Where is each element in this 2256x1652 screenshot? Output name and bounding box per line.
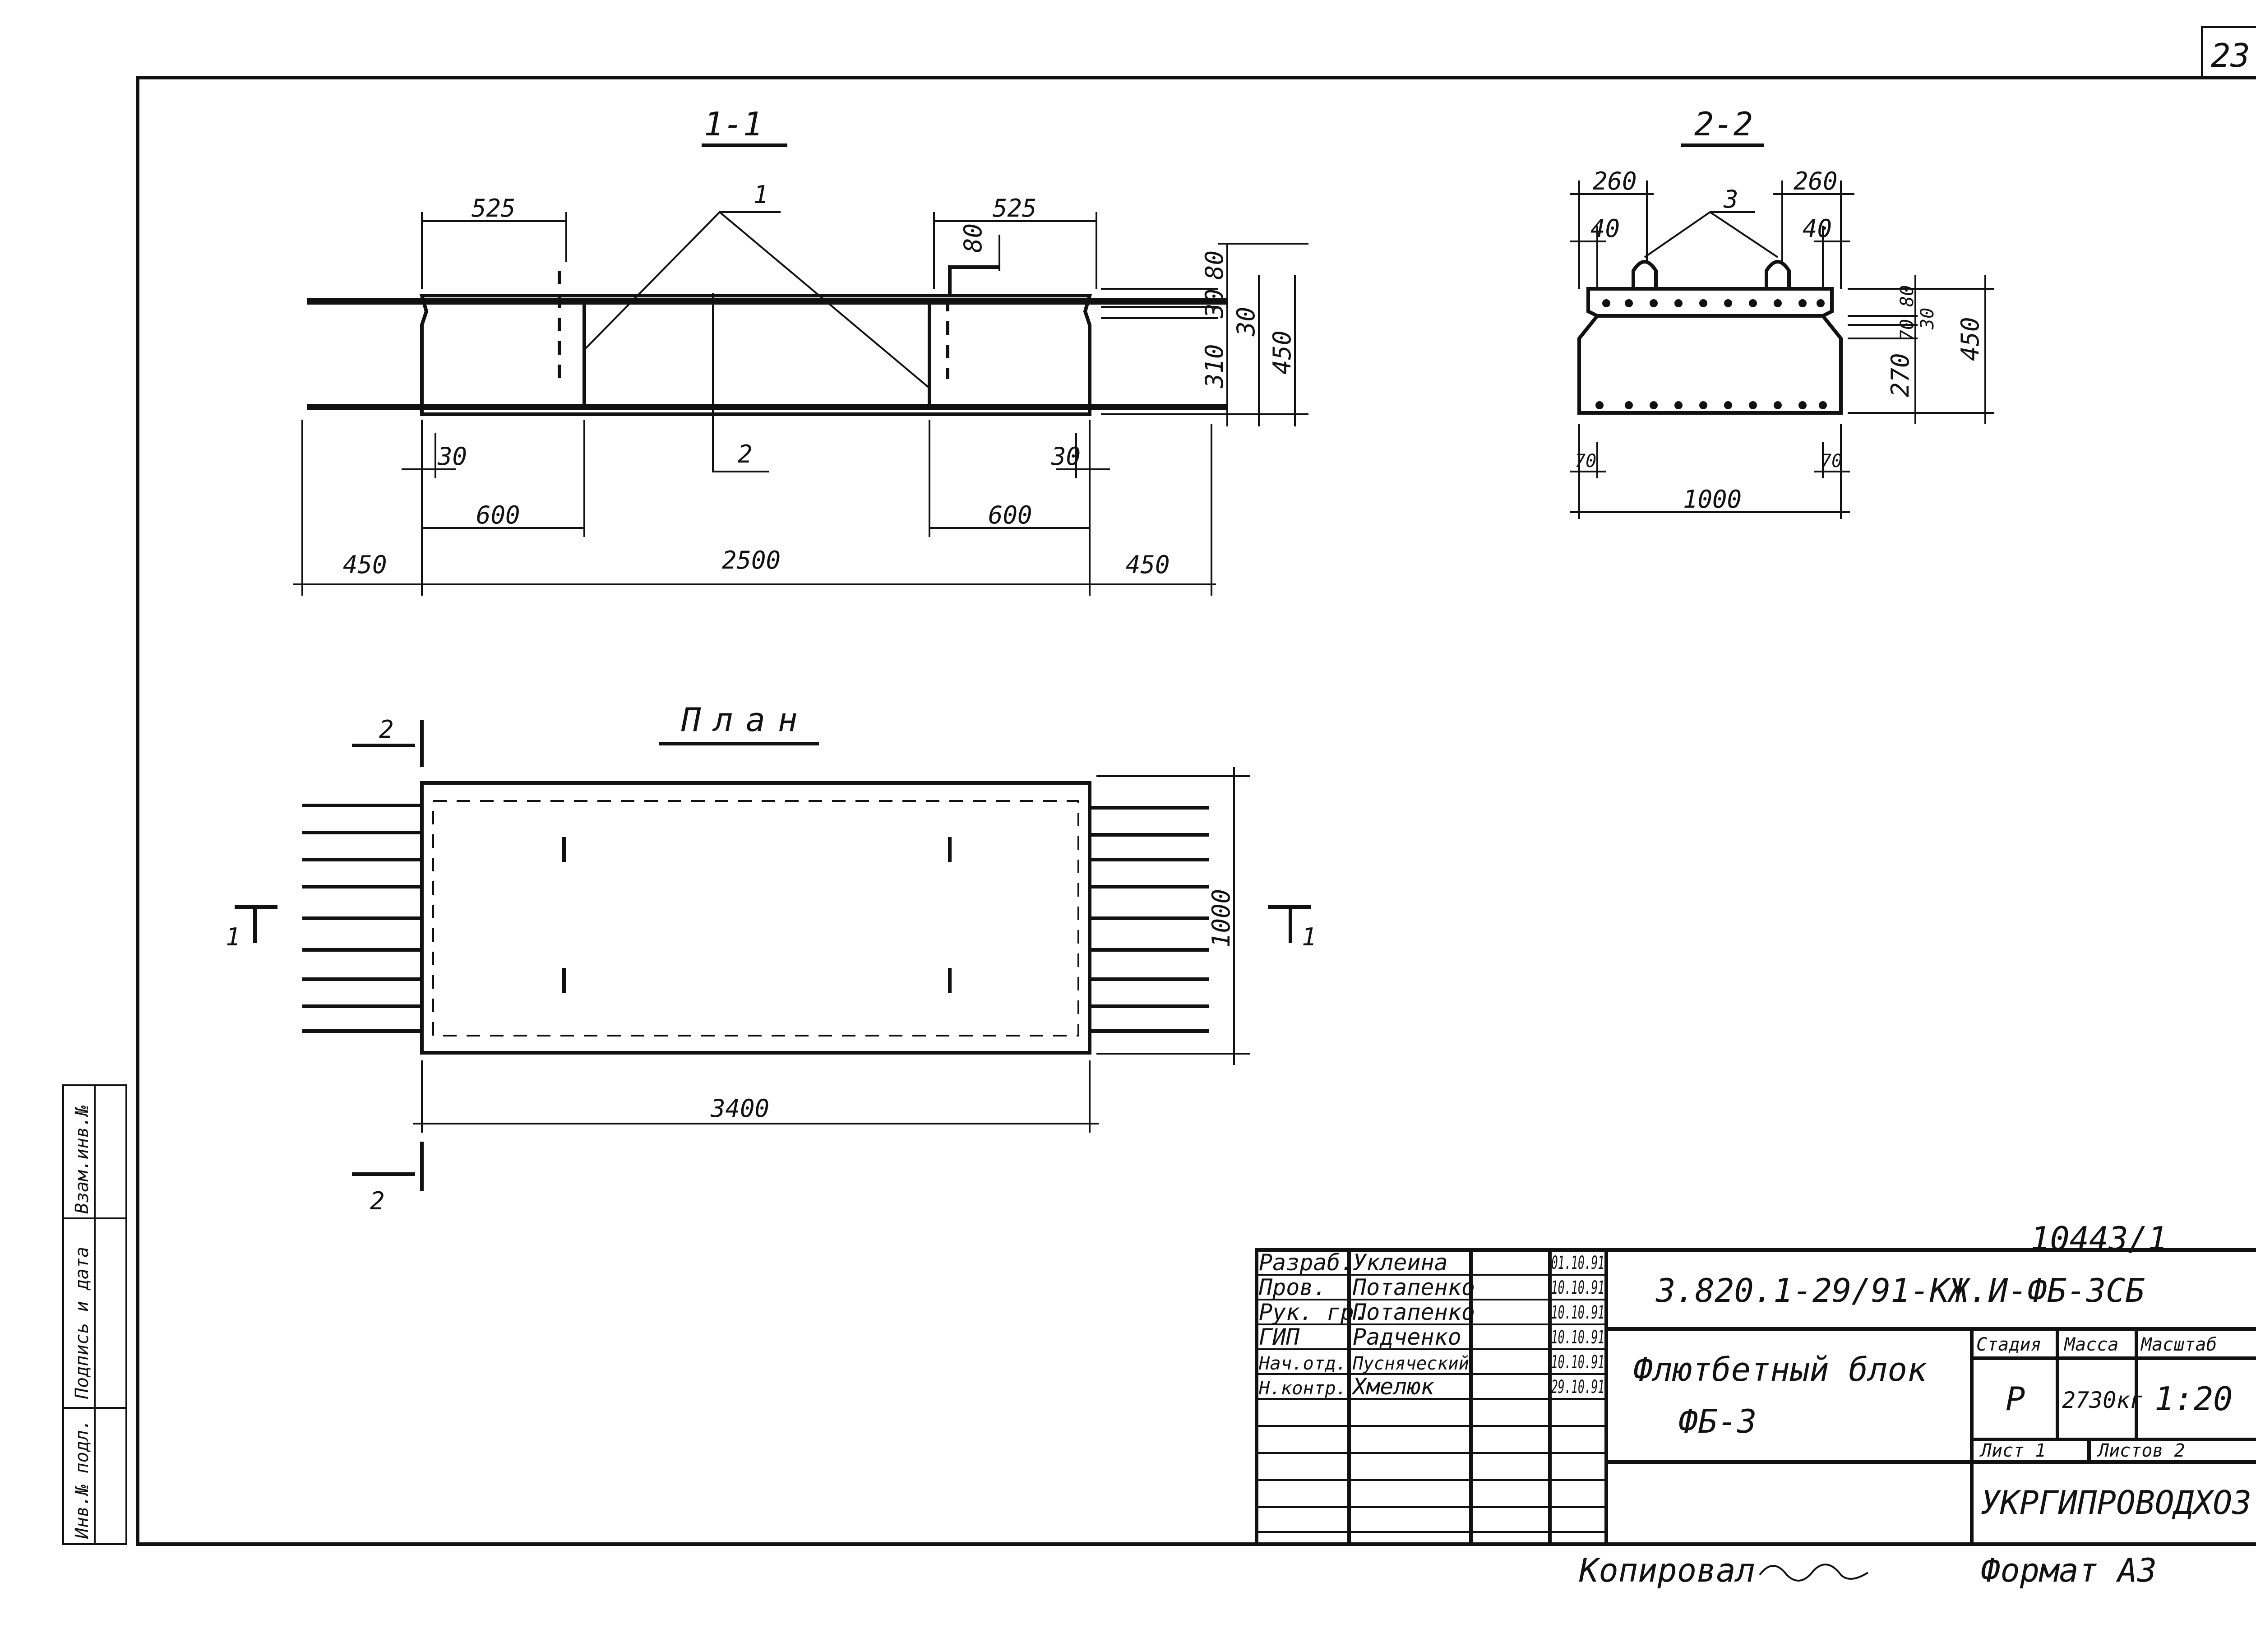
cut-2-top: 2 <box>379 715 394 744</box>
tb-role-4: Нач.отд. <box>1258 1353 1347 1374</box>
callout-2: 2 <box>738 440 753 468</box>
plan-bars-right <box>1090 806 1209 1033</box>
tb-date-4: 10.10.91 <box>1551 1352 1604 1373</box>
tb-date-5: 29.10.91 <box>1551 1377 1604 1397</box>
cut-2-bottom: 2 <box>370 1187 385 1215</box>
tb-role-2: Рук. гр. <box>1259 1299 1368 1325</box>
rebar-dots-bottom <box>1595 401 1827 409</box>
side-stamp-col2: Подпись и дата <box>72 1247 92 1399</box>
stage-label: Стадия <box>1976 1334 2042 1355</box>
plan-dim-3400: 3400 <box>710 1094 769 1123</box>
tb-role-5: Н.контр. <box>1258 1378 1347 1399</box>
plan-dim-1000: 1000 <box>1207 889 1235 948</box>
dim-70-bottom-left: 70 <box>1575 451 1596 472</box>
tb-role-0: Разраб. <box>1259 1249 1354 1276</box>
tb-name-4: Пусняческий <box>1352 1353 1469 1374</box>
plan-view: План <box>226 701 1317 1215</box>
sheet-frame <box>136 76 2256 1546</box>
tb-name-5: Хмелюк <box>1351 1374 1435 1400</box>
dim-600-left: 600 <box>476 501 520 529</box>
archive-number: 10443/1 <box>2030 1220 2167 1258</box>
item-name-line2: ФБ-3 <box>1678 1402 1757 1440</box>
dim-30-s2: 30 <box>1917 308 1938 330</box>
title-block: Разраб. Уклеина 01.10.91 Пров. Потапенко… <box>1255 1248 2256 1546</box>
mass-label: Масса <box>2063 1334 2118 1355</box>
dim-525-right: 525 <box>993 194 1037 222</box>
side-stamp-col3: Взам.инв.№ <box>72 1105 92 1214</box>
plan-title: План <box>681 701 810 739</box>
dim-450-left: 450 <box>343 551 387 579</box>
dim-30-right: 30 <box>1200 289 1229 319</box>
dim-525-left: 525 <box>472 194 516 222</box>
item-name-line1: Флютбетный блок <box>1633 1351 1927 1388</box>
dim-450-right-overall: 450 <box>1126 551 1170 579</box>
dim-600-right: 600 <box>988 501 1032 529</box>
dim-40-right: 40 <box>1803 214 1832 243</box>
side-stamp: Инв.№ подл. Подпись и дата Взам.инв.№ <box>62 1084 127 1545</box>
section-2-2: 2-2 3 260 260 40 <box>1570 105 1994 519</box>
stage-value: Р <box>2006 1380 2025 1418</box>
tb-role-3: ГИП <box>1259 1324 1300 1350</box>
dim-70-bottom-right: 70 <box>1821 451 1842 472</box>
dim-80-lug: 80 <box>959 223 987 253</box>
tb-role-1: Пров. <box>1258 1274 1327 1300</box>
cut-1-left: 1 <box>226 923 240 951</box>
dim-260-right: 260 <box>1794 167 1838 195</box>
dim-70-s2: 70 <box>1897 319 1918 341</box>
dim-80-s2: 80 <box>1897 285 1918 307</box>
callout-1: 1 <box>754 180 768 209</box>
page-number-box <box>2201 26 2256 79</box>
dim-2500: 2500 <box>722 546 781 574</box>
dim-40-left: 40 <box>1590 214 1620 243</box>
cut-1-right: 1 <box>1302 923 1317 951</box>
tb-date-1: 10.10.91 <box>1551 1277 1604 1298</box>
section-1-1: 1-1 1 2 525 525 80 <box>293 105 1308 596</box>
tb-date-0: 01.10.91 <box>1551 1253 1604 1273</box>
dim-30-bottom-right: 30 <box>1051 442 1081 471</box>
dim-450-right: 450 <box>1268 330 1296 375</box>
tb-date-2: 10.10.91 <box>1551 1302 1604 1323</box>
section-2-title: 2-2 <box>1694 105 1753 143</box>
dim-310-right: 310 <box>1200 344 1229 389</box>
rebar-dots-top <box>1602 299 1825 307</box>
side-stamp-col1: Инв.№ подл. <box>72 1419 92 1539</box>
sheets-label: Листов 2 <box>2097 1440 2185 1461</box>
page-number: 23 <box>2211 37 2250 74</box>
tb-name-2: Потапенко <box>1352 1299 1475 1325</box>
format-label: Формат А3 <box>1981 1551 2157 1589</box>
dim-450-s2: 450 <box>1956 317 1984 361</box>
dim-30-bottom-left: 30 <box>437 442 467 471</box>
scale-value: 1:20 <box>2154 1380 2233 1418</box>
dim-80-right: 80 <box>1200 250 1229 280</box>
copier-signature <box>1759 1564 1869 1582</box>
dim-1000-s2: 1000 <box>1683 485 1742 514</box>
dim-270-s2: 270 <box>1886 353 1914 397</box>
sheet-label: Лист 1 <box>1979 1440 2046 1461</box>
dim-260-left: 260 <box>1593 167 1637 195</box>
copied-label: Копировал <box>1579 1551 1755 1589</box>
mass-value: 2730кг <box>2062 1387 2144 1413</box>
organization: УКРГИПРОВОДХОЗ <box>1981 1484 2251 1522</box>
tb-name-3: Радченко <box>1353 1324 1461 1350</box>
plan-bars-left <box>302 804 422 1033</box>
callout-3: 3 <box>1723 185 1738 213</box>
scale-label: Масштаб <box>2140 1334 2217 1355</box>
document-code: 3.820.1-29/91-КЖ.И-ФБ-3СБ <box>1655 1272 2145 1310</box>
tb-date-3: 10.10.91 <box>1551 1327 1604 1348</box>
section-1-title: 1-1 <box>704 105 763 143</box>
dim-30-right-b: 30 <box>1232 307 1260 337</box>
tb-name-0: Уклеина <box>1353 1249 1448 1276</box>
tb-name-1: Потапенко <box>1352 1274 1475 1300</box>
